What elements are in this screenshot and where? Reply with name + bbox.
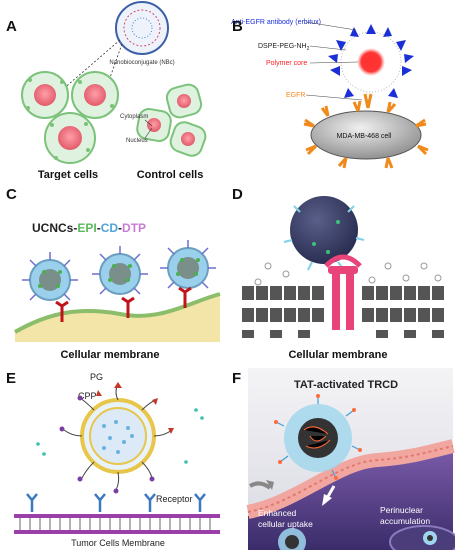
peg-label: DSPE-PEG-NH2 bbox=[258, 43, 310, 52]
panel-b-diagram: Anti-EGFR antibody (erbitux) DSPE-PEG-NH… bbox=[231, 19, 429, 169]
cytoplasm-label: Cytoplasm bbox=[120, 114, 148, 120]
panel-d-label: D bbox=[232, 186, 243, 203]
panel-b: B bbox=[228, 0, 455, 180]
control-cells-label: Control cells bbox=[137, 169, 204, 180]
uptake-label-line2: cellular uptake bbox=[258, 519, 313, 529]
cell-membrane bbox=[246, 439, 455, 519]
panel-e: E PG CPP bbox=[0, 366, 225, 550]
liposome bbox=[59, 382, 174, 494]
cellular-membrane bbox=[14, 292, 221, 342]
antibody-triangles bbox=[328, 24, 414, 98]
antibody-label: Anti-EGFR antibody (erbitux) bbox=[231, 19, 321, 26]
cellular-membrane bbox=[242, 254, 444, 338]
panel-c-diagram: UCNCs-EPI-CD-DTP bbox=[14, 221, 221, 361]
perinuclear-nucleus bbox=[389, 525, 455, 550]
receptor-label: Receptor bbox=[156, 494, 193, 504]
nanoparticle-3 bbox=[160, 240, 216, 289]
receptors bbox=[55, 286, 192, 322]
uptake-label-line1: Enhanced bbox=[258, 508, 297, 518]
nanobioconjugate-inset bbox=[115, 1, 169, 55]
trcd-nanoparticle bbox=[274, 394, 362, 480]
nanoparticle-sphere bbox=[283, 196, 365, 271]
target-cells-label: Target cells bbox=[38, 169, 98, 180]
panel-c-title: UCNCs-EPI-CD-DTP bbox=[32, 221, 146, 235]
cell-label: MDA-MB-468 cell bbox=[337, 133, 392, 140]
pg-label: PG bbox=[90, 372, 103, 382]
nanoparticle-2 bbox=[92, 246, 148, 295]
panel-e-diagram: PG CPP Receptor bbox=[14, 372, 220, 548]
receptors bbox=[26, 493, 206, 512]
panel-f-diagram: TAT-activated TRCD bbox=[246, 368, 455, 550]
cytoplasm-region bbox=[248, 450, 453, 550]
panel-e-label: E bbox=[6, 370, 17, 387]
nanoparticle-1 bbox=[22, 252, 78, 301]
internalized-particle bbox=[278, 528, 306, 550]
nucleus-label: Nucleus bbox=[126, 138, 148, 144]
cpp-label: CPP bbox=[78, 391, 97, 401]
panel-d-caption: Cellular membrane bbox=[288, 349, 387, 361]
panel-a-diagram: Nanobioconjugate (NBc) Cytoplasm Nucl bbox=[21, 1, 207, 180]
panel-f-title: TAT-activated TRCD bbox=[294, 379, 398, 391]
panel-f-label: F bbox=[232, 370, 242, 387]
panel-c: C UCNCs-EPI-CD-DTP bbox=[0, 182, 225, 364]
polymer-core-label: Polymer core bbox=[266, 60, 307, 67]
nanobioconjugate-label: Nanobioconjugate (NBc) bbox=[109, 60, 174, 66]
panel-a-label: A bbox=[6, 18, 17, 35]
tumor-membrane-label: Tumor Cells Membrane bbox=[71, 538, 165, 548]
panel-c-label: C bbox=[6, 186, 17, 203]
egfr-label: EGFR bbox=[286, 92, 305, 99]
mda-mb-468-cell bbox=[303, 93, 429, 169]
panel-b-label: B bbox=[232, 18, 243, 35]
perinuclear-label-line1: Perinuclear bbox=[380, 505, 423, 515]
free-molecules bbox=[36, 408, 204, 464]
perinuclear-label-line2: accumulation bbox=[380, 516, 430, 526]
scattered-vesicles bbox=[254, 262, 442, 286]
panel-d-diagram: Cellular membrane bbox=[242, 196, 444, 361]
entry-arrow bbox=[248, 481, 272, 490]
panel-a: A Nanobioconjugate (NBc) bbox=[0, 0, 225, 180]
panel-c-caption: Cellular membrane bbox=[60, 349, 159, 361]
immunomicelle bbox=[328, 24, 414, 98]
tumor-cells-membrane bbox=[14, 514, 220, 534]
control-cells-cluster bbox=[136, 83, 207, 157]
panel-f: F TAT-activated TRCD bbox=[228, 366, 455, 550]
panel-d: D bbox=[228, 182, 455, 364]
target-cells-cluster bbox=[21, 71, 119, 164]
